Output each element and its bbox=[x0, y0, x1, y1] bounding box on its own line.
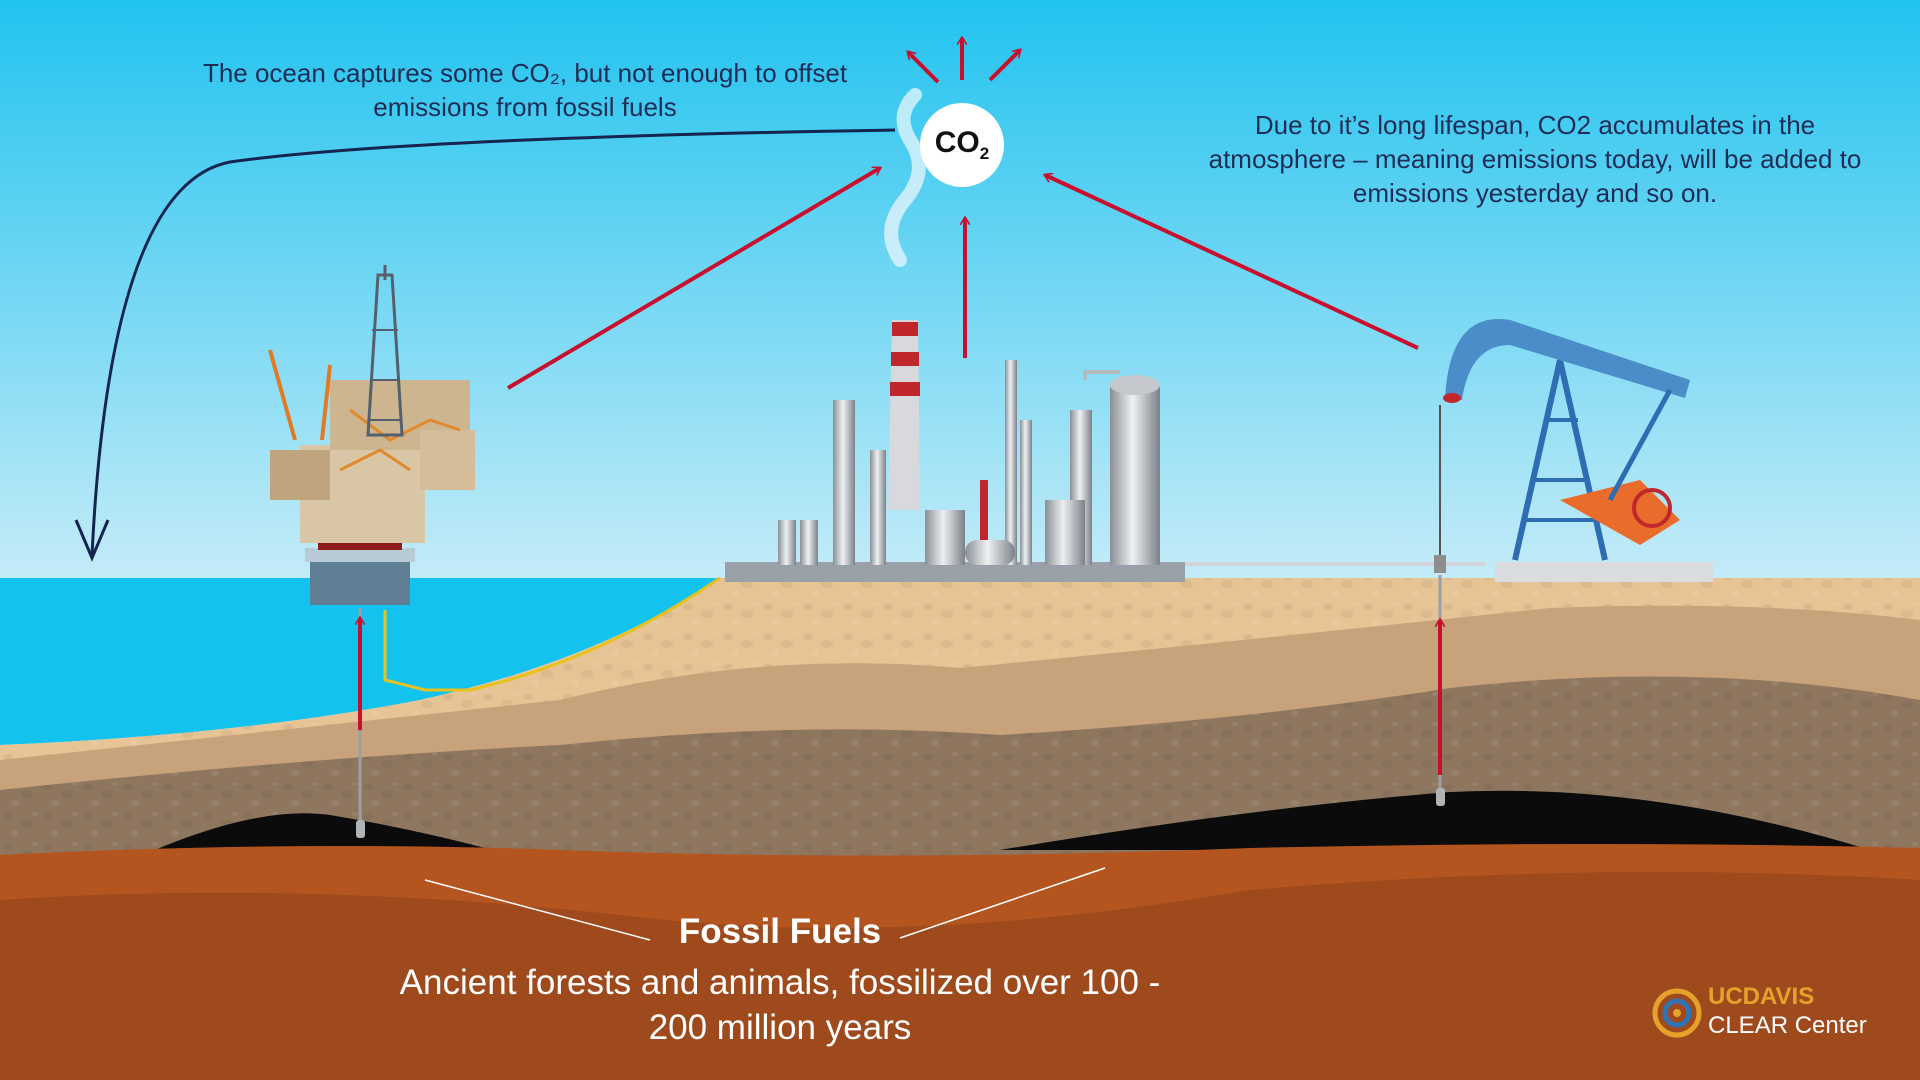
fossil-pointer-right bbox=[899, 867, 1106, 939]
pipeline bbox=[383, 576, 721, 692]
co2-label: CO2 bbox=[922, 126, 1002, 164]
fossil-fuels-description: Ancient forests and animals, fossilized … bbox=[399, 963, 1161, 1047]
arrow-co2-up-right bbox=[988, 50, 1020, 82]
clear-center-logo-icon bbox=[1652, 988, 1702, 1038]
ocean-absorption-arrow bbox=[90, 128, 896, 556]
logo-clear-center-text: CLEAR Center bbox=[1708, 1012, 1867, 1039]
ocean-absorption-arrowhead bbox=[74, 519, 110, 562]
arrow-platform-to-co2 bbox=[506, 166, 880, 390]
uc-davis-clear-center-logo: UCDAVIS CLEAR Center bbox=[1650, 982, 1900, 1042]
logo-ucdavis-text: UCDAVIS bbox=[1708, 983, 1815, 1010]
emission-arrows bbox=[360, 38, 1440, 775]
ocean-capture-note: The ocean captures some CO₂, but not eno… bbox=[202, 58, 848, 122]
fossil-pointer-left bbox=[424, 879, 651, 941]
offshore-oil-platform-icon bbox=[268, 265, 475, 605]
arrow-pumpjack-to-co2 bbox=[1045, 175, 1419, 350]
co2-label-sub: 2 bbox=[979, 144, 990, 163]
fossil-fuels-title: Fossil Fuels bbox=[678, 912, 882, 951]
oil-reservoir-right bbox=[1000, 790, 1870, 850]
co2-lifespan-note: Due to it’s long lifespan, CO2 accumulat… bbox=[1208, 110, 1862, 208]
co2-bubble-icon bbox=[920, 103, 1004, 187]
oil-reservoir-left bbox=[150, 813, 500, 852]
arrow-co2-up-left bbox=[908, 52, 940, 84]
refinery-icon bbox=[725, 88, 1485, 582]
pumpjack-icon bbox=[1434, 318, 1713, 582]
co2-label-main: CO bbox=[934, 126, 980, 159]
